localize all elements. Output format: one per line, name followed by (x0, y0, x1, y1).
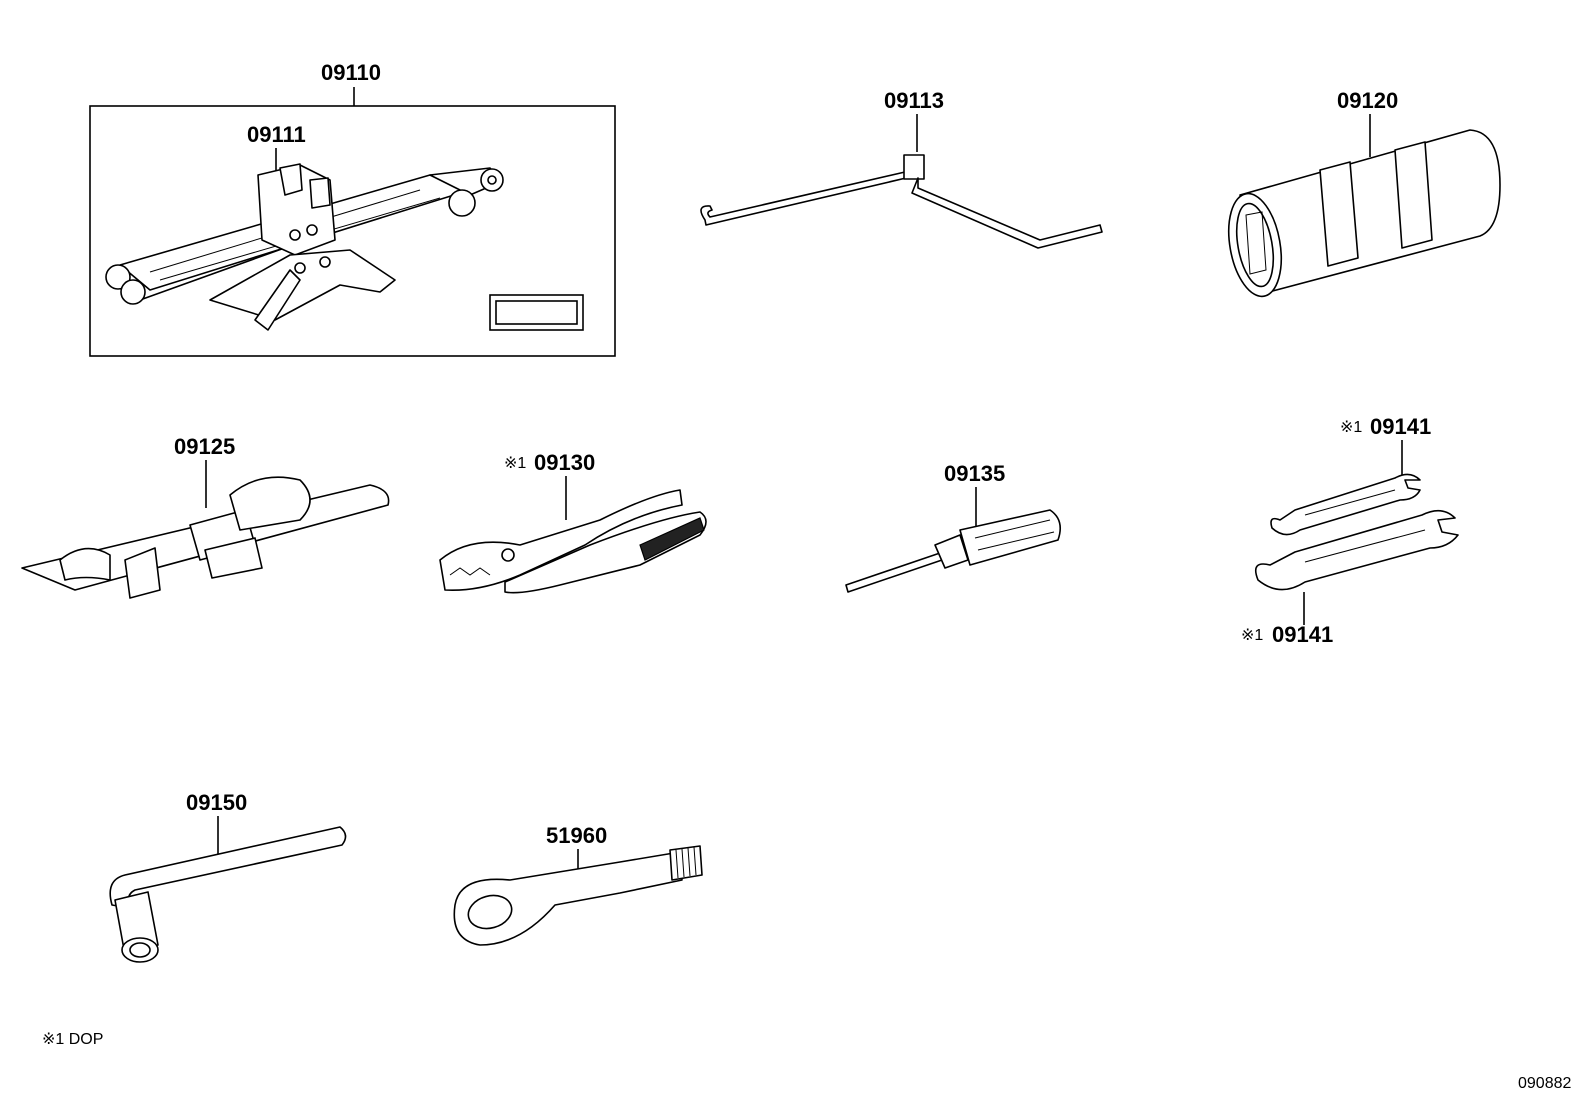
tool-strap-icon (21, 476, 390, 599)
small-wrench-icon (1270, 473, 1421, 536)
large-wrench-icon (1254, 509, 1459, 591)
label-51960: 51960 (546, 823, 607, 848)
jack-assembly-frame (89, 105, 616, 357)
note-mark-09141-bottom: ※1 (1241, 627, 1263, 644)
label-09113: 09113 (884, 88, 944, 113)
label-09135: 09135 (944, 461, 1005, 486)
jack-handle-icon (700, 154, 1103, 249)
label-09125: 09125 (174, 434, 235, 459)
screwdriver: 09135 (845, 461, 1061, 593)
tool-strap: 09125 (21, 434, 390, 599)
lug-wrench: 09150 (109, 790, 347, 963)
label-09130: 09130 (534, 450, 595, 475)
pliers-icon (439, 489, 707, 594)
label-09141-top: 09141 (1370, 414, 1431, 439)
label-09111: 09111 (247, 122, 306, 147)
note-mark-09141-top: ※1 (1340, 419, 1362, 436)
screwdriver-icon (845, 509, 1061, 593)
wrenches: ※1 09141 ※1 09141 (1241, 414, 1459, 647)
tool-bag: 09120 (1227, 88, 1501, 298)
jack-assembly: 09110 09111 (89, 60, 616, 357)
jack-label-plate-icon (489, 294, 584, 331)
tool-bag-icon (1227, 129, 1501, 298)
label-09110: 09110 (321, 60, 381, 85)
legend-note: ※1 DOP (42, 1031, 103, 1048)
scissor-jack-icon (105, 163, 504, 331)
note-mark-09130: ※1 (504, 455, 526, 472)
towing-eye-icon (453, 845, 703, 946)
pliers: ※1 09130 (439, 450, 707, 594)
diagram-id: 090882 (1518, 1075, 1571, 1092)
label-09141-bottom: 09141 (1272, 622, 1333, 647)
label-09120: 09120 (1337, 88, 1398, 113)
towing-eye: 51960 (453, 823, 703, 946)
label-09150: 09150 (186, 790, 247, 815)
jack-handle: 09113 (700, 88, 1103, 249)
lug-wrench-icon (109, 826, 347, 963)
